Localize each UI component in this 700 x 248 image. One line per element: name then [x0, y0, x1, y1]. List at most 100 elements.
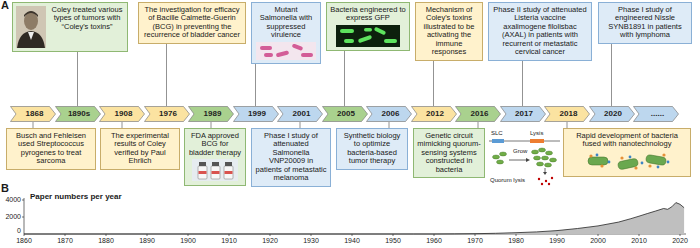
debris [545, 180, 547, 182]
year-label: 2017 [500, 106, 546, 122]
panel-letter: A [1, 0, 9, 11]
cell [546, 151, 553, 155]
timeline-connector [433, 61, 434, 106]
figure-part [618, 158, 639, 170]
figure-part [608, 160, 611, 163]
figure-part [199, 162, 232, 166]
figure-part [256, 42, 316, 60]
gene-label: Lysis [530, 130, 543, 136]
cell [545, 163, 552, 167]
event-text: Busch and Fehleisen used Streptococcus p… [10, 132, 92, 166]
lysis-arrow [545, 168, 546, 172]
x-tick-label: 1880 [98, 237, 114, 244]
event-text: Coley treated various types of tumors wi… [50, 6, 124, 31]
x-tick [680, 234, 681, 236]
x-tick [188, 234, 189, 236]
year-label: 2012 [411, 106, 457, 122]
figure-part [364, 28, 372, 32]
event-box: Coley treated various types of tumors wi… [12, 2, 128, 52]
event-text: Phase I study of attenuated Salmonella V… [255, 132, 327, 182]
chevron-outline [456, 107, 501, 122]
arrow-head [543, 172, 547, 175]
x-tick-label: 1930 [303, 237, 319, 244]
timeline-connector [255, 64, 256, 106]
paper-count-line [24, 203, 684, 234]
figure-part [590, 154, 593, 157]
figure-part [211, 166, 220, 179]
x-tick [434, 234, 435, 236]
event-box: Mutant Salmonella with suppressed virule… [251, 2, 321, 64]
chevron-outline [589, 107, 634, 122]
timeline-connector [166, 44, 167, 106]
event-text: FDA approved BCG for bladder therapy [188, 132, 242, 157]
event-picture [256, 42, 316, 60]
year-label: ...... [633, 106, 679, 122]
event-box: Phase I study of attenuated Salmonella V… [251, 128, 331, 187]
step-label: Quorum lysis [490, 177, 525, 183]
year-label: 1890s [55, 106, 101, 122]
chevron-outline [634, 107, 679, 122]
paper-count-chart [22, 198, 686, 236]
figure-part [596, 153, 670, 168]
figure-part [224, 166, 233, 179]
figure-part [384, 39, 397, 43]
chevron-outline [144, 107, 189, 122]
year-label: 2018 [544, 106, 590, 122]
year-label: 2005 [322, 106, 368, 122]
x-tick-label: 1980 [508, 237, 524, 244]
figure-part [16, 6, 46, 48]
x-tick [475, 234, 476, 236]
x-tick [229, 234, 230, 236]
figure-part [212, 171, 220, 174]
figure-part [667, 160, 670, 163]
event-box: Phase I study of engineered Nissle SYNB1… [598, 2, 692, 44]
cell [534, 156, 541, 160]
event-text: Mechanism of Coley's toxins illustrated … [419, 6, 479, 56]
year-chevron: 1999 [233, 106, 279, 122]
event-box: Bacteria engineered to express GFP [326, 2, 410, 51]
figure-part [629, 155, 632, 158]
figure-part [225, 171, 233, 174]
chart-title: Paper numbers per year [30, 193, 122, 201]
paper-count-area [24, 203, 684, 234]
x-tick-label: 1960 [426, 237, 442, 244]
event-box: Synthetic biology to optimize bacteria-b… [336, 128, 408, 170]
y-tick-label: 2000 [5, 213, 21, 220]
year-label: 1999 [233, 106, 279, 122]
figure-part [225, 162, 232, 166]
figure-part [17, 31, 45, 48]
figure-part [264, 53, 273, 57]
debris [538, 178, 540, 180]
cell [497, 160, 504, 164]
chevron-outline [100, 107, 145, 122]
year-chevron: 2017 [500, 106, 546, 122]
cell [500, 152, 507, 156]
figure-part [663, 153, 666, 156]
y-tick [22, 200, 24, 201]
y-axis [24, 198, 25, 234]
cell [542, 156, 549, 160]
cell-cluster [493, 152, 507, 164]
event-text: Phase II study of attenuated Listeria va… [492, 6, 588, 56]
year-chevron: 2001 [277, 106, 323, 122]
lysis-burst [538, 177, 553, 185]
figure-part [657, 165, 660, 168]
year-chevron: 2006 [366, 106, 412, 122]
chevron-outline [278, 107, 323, 122]
x-tick-label: 1870 [57, 237, 73, 244]
year-chevron: 1890s [55, 106, 101, 122]
chevron-outline [11, 107, 56, 122]
x-tick-label: 2000 [590, 237, 606, 244]
figure-part [301, 53, 313, 57]
x-tick [65, 234, 66, 236]
event-text: Phase I study of engineered Nissle SYNB1… [602, 6, 688, 40]
year-label: 2001 [277, 106, 323, 122]
event-text: Rapid development of bacteria fused with… [567, 132, 687, 149]
x-tick [24, 234, 25, 236]
x-tick-label: 1860 [16, 237, 32, 244]
event-box: Genetic circuit mimicking quorum-sensing… [413, 128, 485, 178]
cell [550, 158, 557, 162]
year-chevron: 1976 [144, 106, 190, 122]
chevron-outline [411, 107, 456, 122]
quorum-lysis-illustration [489, 139, 560, 185]
